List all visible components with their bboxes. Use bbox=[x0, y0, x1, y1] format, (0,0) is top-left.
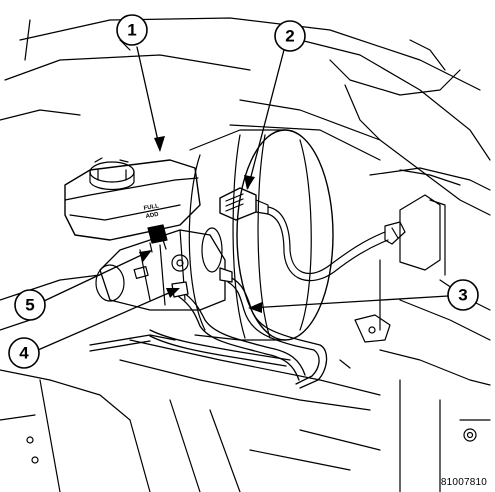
reservoir-add-label: ADD bbox=[145, 212, 160, 220]
callout-3: 3 bbox=[447, 279, 479, 311]
callout-4-number: 4 bbox=[19, 344, 29, 363]
callout-5-number: 5 bbox=[25, 296, 34, 315]
callout-arrowheads bbox=[139, 136, 262, 313]
callout-3-number: 3 bbox=[458, 286, 467, 305]
figure-identifier: 81007810 bbox=[440, 477, 487, 488]
callout-1-number: 1 bbox=[127, 21, 136, 40]
callout-leaders bbox=[37, 45, 449, 351]
vacuum-sensor-connector bbox=[219, 187, 269, 221]
callout-2-number: 2 bbox=[285, 27, 294, 46]
callout-4: 4 bbox=[8, 337, 40, 369]
background-body-panels bbox=[0, 17, 491, 492]
brake-line-tube bbox=[219, 267, 328, 389]
fluid-level-switch-connector bbox=[147, 224, 168, 253]
callout-5: 5 bbox=[14, 289, 46, 321]
reservoir-full-label: FULL bbox=[143, 203, 159, 212]
lower-frame-structure bbox=[0, 274, 381, 492]
callout-2: 2 bbox=[274, 20, 306, 52]
callout-1: 1 bbox=[116, 14, 148, 46]
brake-fluid-reservoir bbox=[64, 157, 201, 241]
wiring-harness bbox=[267, 206, 406, 282]
